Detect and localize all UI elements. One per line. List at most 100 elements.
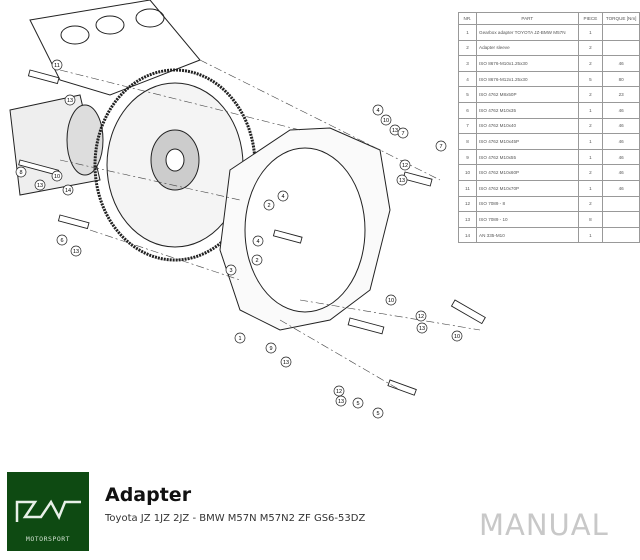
callout-circle xyxy=(263,199,275,211)
nr-cell: 5 xyxy=(458,86,477,103)
piece-cell: 1 xyxy=(577,148,604,166)
callout-circle xyxy=(435,140,447,152)
piece-cell: 2 xyxy=(577,164,604,181)
callout-circle xyxy=(51,170,63,182)
adapter-plate xyxy=(219,127,391,331)
callout-10: 10 xyxy=(51,170,63,182)
piece-cell: 2 xyxy=(577,195,604,213)
torque-cell: 23 xyxy=(602,86,640,103)
callout-number: 11 xyxy=(54,63,60,69)
callout-13: 13 xyxy=(335,395,347,407)
nr-cell: 14 xyxy=(458,226,477,244)
torque-cell: 46 xyxy=(602,179,640,197)
callout-10: 10 xyxy=(385,294,397,306)
part-cell: Adapter sleeve xyxy=(476,39,579,57)
nr-cell: 2 xyxy=(458,39,477,57)
callout-number: 10 xyxy=(54,174,60,180)
callout-4: 4 xyxy=(372,104,384,116)
callout-circle xyxy=(56,234,68,246)
callout-number: 5 xyxy=(376,411,379,417)
callout-5: 5 xyxy=(352,397,364,409)
callout-circle xyxy=(397,127,409,139)
callout-7: 7 xyxy=(435,140,447,152)
callout-5: 5 xyxy=(372,407,384,419)
logo-text: MOTORSPORT xyxy=(25,535,71,543)
part-cell: ISO 4762 M10x70P xyxy=(476,179,579,197)
torque-cell xyxy=(602,24,640,41)
torque-cell: 46 xyxy=(602,133,640,150)
nr-cell: 9 xyxy=(458,148,477,166)
column-header: PART xyxy=(476,12,579,25)
document-subtitle: Toyota JZ 1JZ 2JZ - BMW M57N M57N2 ZF GS… xyxy=(105,513,366,524)
callout-7: 7 xyxy=(397,127,409,139)
nr-cell: 12 xyxy=(458,195,477,213)
piece-cell: 1 xyxy=(577,101,604,119)
callout-number: 13 xyxy=(37,183,43,189)
torque-cell: 46 xyxy=(602,101,640,119)
callout-circle xyxy=(335,395,347,407)
part-cell: ISO 7089 - 10 xyxy=(476,211,579,228)
piece-cell: 1 xyxy=(577,133,604,150)
callout-circle xyxy=(70,245,82,257)
callout-10: 10 xyxy=(380,114,392,126)
callout-number: 4 xyxy=(256,239,259,245)
callout-circle xyxy=(15,166,27,178)
column-header: TORQUE [Nm] xyxy=(602,12,640,25)
part-cell: ISO 8676-M12x1.25x30 xyxy=(476,70,579,88)
callout-circle xyxy=(380,114,392,126)
callout-number: 1 xyxy=(238,336,241,342)
callout-number: 4 xyxy=(376,108,379,114)
callout-13: 13 xyxy=(70,245,82,257)
callout-number: 4 xyxy=(281,194,284,200)
manual-label: MANUAL xyxy=(479,508,609,542)
callout-circle xyxy=(416,322,428,334)
callout-circle xyxy=(333,385,345,397)
callout-circle xyxy=(64,94,76,106)
torque-cell: 80 xyxy=(602,70,640,88)
piece-cell: 5 xyxy=(577,70,604,88)
piece-cell: 1 xyxy=(577,24,604,41)
callout-number: 13 xyxy=(338,399,344,405)
torque-cell: 46 xyxy=(602,55,640,72)
torque-cell xyxy=(602,195,640,213)
part-cell: AN 335-M10 xyxy=(476,226,579,244)
callout-circle xyxy=(62,184,74,196)
callout-number: 7 xyxy=(401,131,404,137)
callout-number: 2 xyxy=(255,258,258,264)
callout-8: 8 xyxy=(15,166,27,178)
piece-cell: 1 xyxy=(577,179,604,197)
nr-cell: 4 xyxy=(458,70,477,88)
torque-cell xyxy=(602,39,640,57)
callout-number: 12 xyxy=(336,389,342,395)
callout-circle xyxy=(372,104,384,116)
callout-13: 13 xyxy=(64,94,76,106)
callout-number: 10 xyxy=(454,334,460,340)
callout-13: 13 xyxy=(416,322,428,334)
part-cell: ISO 4762 M10x40 xyxy=(476,117,579,135)
callout-number: 7 xyxy=(439,144,442,150)
piece-cell: 2 xyxy=(577,55,604,72)
callout-number: 9 xyxy=(269,346,272,352)
callout-circle xyxy=(34,179,46,191)
column-header: NR. xyxy=(458,12,477,25)
callout-number: 12 xyxy=(418,314,424,320)
torque-cell xyxy=(602,211,640,228)
callout-13: 13 xyxy=(280,356,292,368)
callout-number: 3 xyxy=(229,268,232,274)
part-cell: ISO 7089 - 8 xyxy=(476,195,579,213)
center-lines xyxy=(59,59,481,391)
callout-circle xyxy=(251,254,263,266)
callout-circle xyxy=(225,264,237,276)
